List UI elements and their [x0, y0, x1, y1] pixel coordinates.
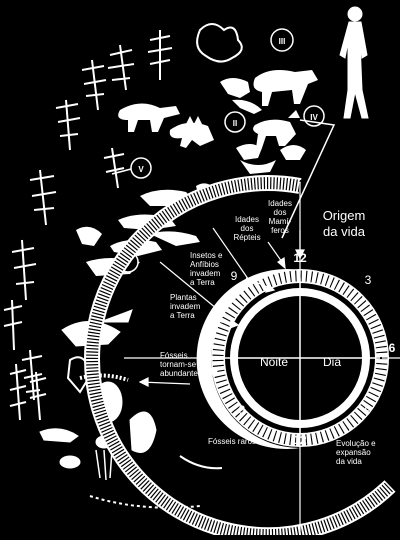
night-label: Noite: [260, 355, 288, 369]
day-label: Dia: [323, 355, 341, 369]
svg-text:V: V: [138, 165, 144, 174]
era-label-evolution-expansion: Evolução e expansão da vida: [336, 439, 376, 466]
marker-II: II: [224, 111, 246, 133]
era-divider-lines: [124, 182, 400, 535]
svg-text:Anfíbios: Anfíbios: [190, 260, 219, 269]
dinosaur-illustration: [118, 103, 276, 174]
svg-text:da vida: da vida: [323, 224, 366, 239]
mammal-animals-illustration: [220, 70, 318, 160]
era-label-fossils-rare: Fósseis raros: [208, 437, 256, 446]
svg-text:da vida: da vida: [336, 457, 362, 466]
svg-text:Origem: Origem: [323, 208, 366, 223]
era-label-plants: Plantas invadem a Terra: [170, 293, 201, 320]
svg-text:Fósseis raros: Fósseis raros: [208, 437, 256, 446]
svg-text:feros: feros: [271, 226, 289, 235]
clock-number-lower-right: 9: [365, 403, 372, 417]
svg-text:II: II: [233, 119, 237, 128]
svg-text:Plantas: Plantas: [170, 293, 197, 302]
era-label-reptiles: Idades dos Répteis: [233, 215, 260, 242]
origin-of-life-label: Origem da vida: [323, 208, 366, 239]
clock-number-right: 6: [389, 341, 396, 355]
svg-text:a Terra: a Terra: [190, 278, 215, 287]
svg-text:a Terra: a Terra: [170, 311, 195, 320]
svg-text:dos: dos: [241, 224, 254, 233]
clock-number-top: 12: [293, 251, 307, 265]
svg-text:Idades: Idades: [268, 199, 292, 208]
clock-number-lower-left: 3: [239, 403, 246, 417]
svg-text:Idades: Idades: [235, 215, 259, 224]
clock-number-bottom: 12: [293, 433, 307, 447]
svg-text:Répteis: Répteis: [233, 233, 260, 242]
marker-V: V: [130, 157, 152, 179]
svg-text:expansão: expansão: [336, 448, 371, 457]
svg-text:Mamí-: Mamí-: [269, 217, 292, 226]
clock-number-upper-left: 9: [231, 269, 238, 283]
svg-text:IV: IV: [310, 113, 318, 122]
svg-text:Evolução e: Evolução e: [336, 439, 376, 448]
clock-number-left: 6: [205, 341, 212, 355]
era-label-fossils-abundant: Fósseis tornam-se abundantes: [160, 351, 202, 378]
clock-number-upper-right: 3: [365, 273, 372, 287]
svg-text:dos: dos: [274, 208, 287, 217]
era-label-insects-amphibians: Insetos e Anfíbios invadem a Terra: [190, 251, 223, 287]
fern-trees-illustration: [3, 23, 243, 401]
svg-text:Insetos e: Insetos e: [190, 251, 223, 260]
svg-text:III: III: [279, 37, 286, 46]
era-pointer-arrows: [138, 230, 305, 387]
svg-text:invadem: invadem: [190, 269, 221, 278]
human-figure-illustration: [339, 6, 369, 119]
svg-text:tornam-se: tornam-se: [160, 360, 197, 369]
svg-text:abundantes: abundantes: [160, 369, 202, 378]
era-label-mammals: Idades dos Mamí- feros: [268, 199, 292, 235]
clock-face: [220, 278, 380, 438]
svg-text:Fósseis: Fósseis: [160, 351, 188, 360]
svg-text:invadem: invadem: [170, 302, 201, 311]
marker-III: III: [270, 28, 294, 52]
marine-life-illustration: [9, 309, 223, 509]
outer-spiral-band: [84, 175, 396, 540]
